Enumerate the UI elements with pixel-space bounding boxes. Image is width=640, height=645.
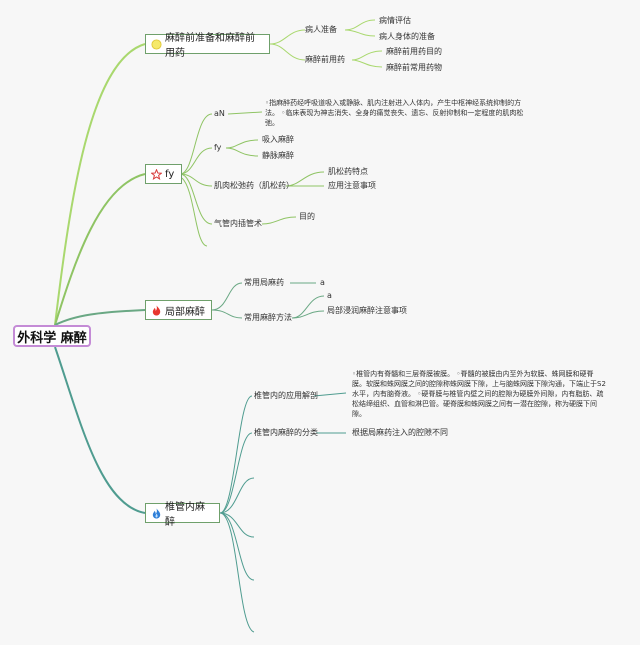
subtopic-patient-prep[interactable]: 病人准备 — [305, 25, 337, 34]
sub-connector — [181, 177, 208, 247]
leaf-premed-purpose[interactable]: 麻醉前用药目的 — [386, 47, 442, 56]
note-spinal-anatomy: ◦椎管内有脊髓和三层脊膜被膜。 ◦脊髓的被膜由内至外为软膜、蛛网膜和硬脊膜。软膜… — [352, 370, 606, 418]
leaf-relaxant-precautions[interactable]: 应用注意事项 — [328, 181, 376, 190]
sub-connector — [211, 309, 243, 319]
flame-blue-icon — [151, 507, 162, 519]
topic-fy[interactable]: fy — [145, 164, 182, 184]
leaf-infiltration-precautions[interactable]: 局部浸润麻醉注意事项 — [327, 306, 407, 315]
sub-connector — [344, 19, 376, 31]
topic-local-anesthesia[interactable]: 局部麻醉 — [145, 300, 212, 320]
topic-label: 麻醉前准备和麻醉前用药 — [165, 33, 255, 59]
leaf-body-prep[interactable]: 病人身体的准备 — [379, 32, 435, 41]
topic-label: fy — [165, 168, 175, 180]
subtopic-spinal-anatomy[interactable]: 椎管内的应用解剖 — [254, 391, 318, 400]
topic-label: 局部麻醉 — [165, 306, 205, 318]
star-icon — [151, 168, 162, 180]
leaf-intubation-purpose[interactable]: 目的 — [299, 212, 315, 221]
subtopic-an[interactable]: aN — [214, 109, 225, 118]
sub-connector — [225, 147, 259, 157]
bulb-icon — [151, 38, 162, 50]
sub-connector — [227, 111, 263, 115]
leaf-condition-assessment[interactable]: 病情评估 — [379, 16, 411, 25]
subtopic-intubation[interactable]: 气管内插管术 — [214, 219, 262, 228]
leaf-a[interactable]: a — [327, 291, 332, 300]
sub-connector — [179, 113, 213, 175]
branch-connector-1 — [54, 43, 146, 326]
leaf-premed-drugs[interactable]: 麻醉前常用药物 — [386, 63, 442, 72]
subtopic-local-methods[interactable]: 常用麻醉方法 — [244, 313, 292, 322]
subtopic-fy[interactable]: fy — [214, 143, 222, 152]
topic-intraspinal-anesthesia[interactable]: 椎管内麻醉 — [145, 502, 220, 528]
sub-connector — [219, 512, 255, 581]
sub-connector — [179, 147, 213, 175]
sub-connector — [269, 29, 306, 45]
sub-connector — [219, 395, 253, 514]
branch-connector-3 — [54, 309, 146, 326]
subtopic-spinal-classification[interactable]: 椎管内麻醉的分类 — [254, 428, 318, 437]
topic-label: 椎管内麻醉 — [165, 502, 205, 528]
sub-connector — [179, 173, 213, 225]
leaf-a[interactable]: a — [320, 278, 325, 287]
branch-connector-2 — [54, 173, 146, 326]
sub-connector — [219, 477, 255, 514]
branch-connector-4 — [54, 346, 146, 514]
sub-connector — [269, 43, 306, 61]
sub-connector — [261, 216, 297, 225]
topic-preanesthesia[interactable]: 麻醉前准备和麻醉前用药 — [145, 33, 270, 59]
sub-connector — [211, 282, 243, 311]
sub-connector — [351, 50, 383, 61]
sub-connector — [291, 310, 325, 319]
leaf-classification-basis[interactable]: 根据局麻药注入的腔隙不同 — [352, 428, 448, 437]
sub-connector — [179, 173, 213, 187]
subtopic-muscle-relaxants[interactable]: 肌肉松弛药（肌松药） — [214, 181, 294, 190]
sub-connector — [351, 59, 383, 68]
subtopic-premedication[interactable]: 麻醉前用药 — [305, 55, 345, 64]
note-general-anesthesia: ◦指麻醉药经呼吸道吸入或静脉、肌内注射进入人体内，产生中枢神经系统抑制的方法。 … — [265, 99, 524, 127]
subtopic-local-drugs[interactable]: 常用局麻药 — [244, 278, 284, 287]
leaf-intravenous[interactable]: 静脉麻醉 — [262, 151, 294, 160]
root-topic[interactable]: 外科学 麻醉 — [13, 325, 91, 347]
sub-connector — [344, 29, 376, 37]
sub-connector — [219, 512, 255, 633]
fire-icon — [151, 304, 162, 316]
sub-connector — [313, 392, 347, 397]
sub-connector — [225, 139, 259, 149]
sub-connector — [219, 432, 253, 514]
leaf-inhalation[interactable]: 吸入麻醉 — [262, 135, 294, 144]
leaf-relaxant-features[interactable]: 肌松药特点 — [328, 167, 368, 176]
